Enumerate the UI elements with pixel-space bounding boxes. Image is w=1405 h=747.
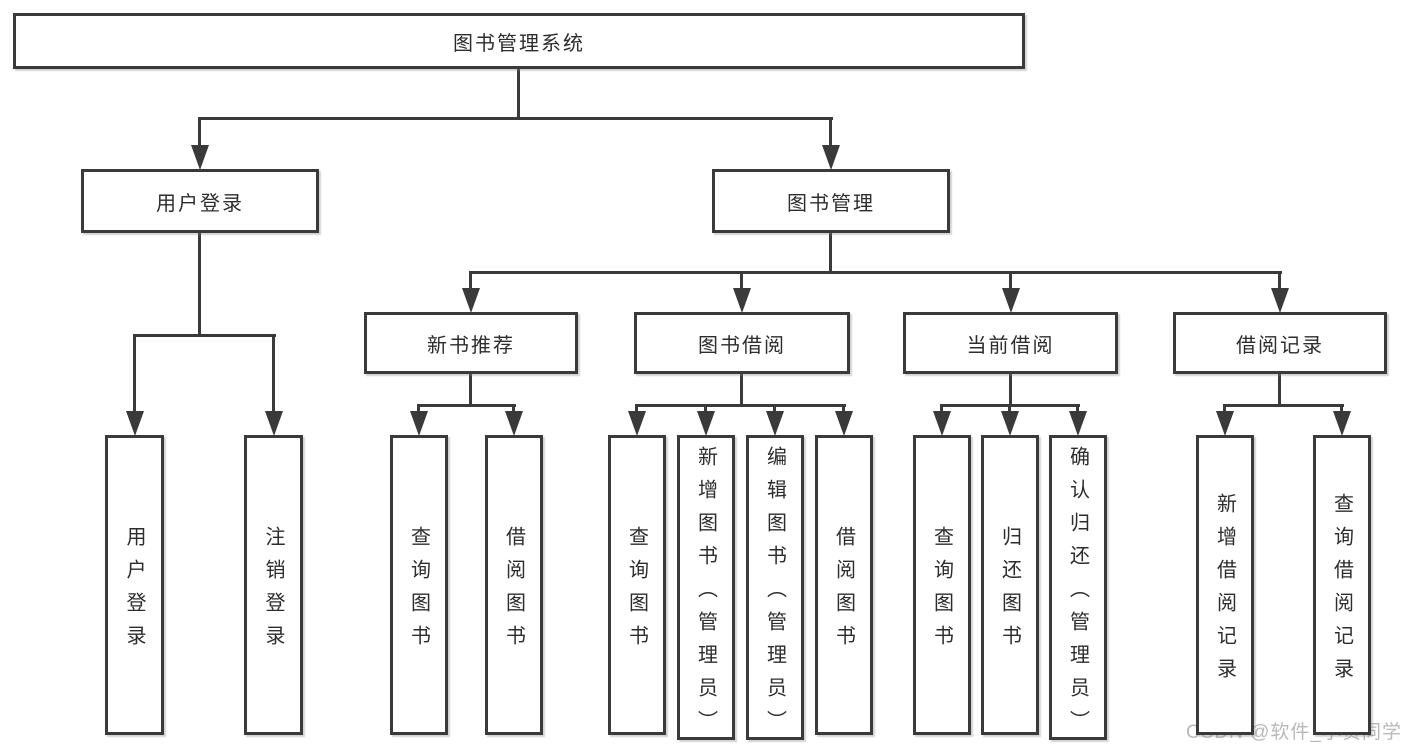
node-book-mgmt: 图书管理 <box>712 169 950 233</box>
connector-line-leaf-add-book <box>704 405 707 415</box>
node-leaf-add-book: 新增图书（管理员） <box>677 435 735 743</box>
arrowhead-into-book-mgmt <box>822 145 840 170</box>
connector-stub-new-book-rec <box>469 374 472 407</box>
connector-bus-user-login <box>132 334 276 337</box>
connector-line-borrow-records <box>1278 272 1281 292</box>
arrowhead-into-leaf-query-borrow-record <box>1333 411 1351 436</box>
node-leaf-confirm-return: 确认归还（管理员） <box>1049 435 1107 743</box>
connector-bus-book-mgmt <box>469 271 1282 274</box>
node-new-book-rec: 新书推荐 <box>364 312 578 374</box>
connector-bus-new-book-rec <box>417 404 516 407</box>
connector-line-leaf-user-login <box>132 335 136 415</box>
connector-line-new-book-rec <box>469 272 472 292</box>
connector-line-leaf-return-book <box>1008 405 1011 415</box>
connector-bus-borrow-records <box>1223 404 1344 407</box>
node-leaf-user-login: 用户登录 <box>105 435 164 735</box>
node-leaf-return-book: 归还图书 <box>981 435 1039 735</box>
arrowhead-into-current-borrow <box>1001 288 1020 313</box>
connector-stub-user-login <box>198 233 201 337</box>
connector-line-leaf-logout <box>271 335 275 415</box>
node-user-login: 用户登录 <box>81 169 319 233</box>
connector-line-leaf-query-book-3 <box>940 405 943 415</box>
connector-stub-book-borrow <box>740 374 743 407</box>
connector-line-leaf-edit-book <box>773 405 776 415</box>
node-leaf-query-borrow-record: 查询借阅记录 <box>1313 435 1371 735</box>
arrowhead-into-leaf-logout <box>264 411 283 436</box>
connector-stub-borrow-records <box>1278 374 1281 407</box>
arrowhead-into-borrow-records <box>1271 288 1289 313</box>
arrowhead-into-leaf-add-book <box>697 411 715 436</box>
node-leaf-add-borrow-record: 新增借阅记录 <box>1196 435 1254 735</box>
connector-line-leaf-query-borrow-record <box>1340 405 1343 415</box>
connector-line-leaf-borrow-book-1 <box>512 405 515 415</box>
arrowhead-into-leaf-query-book-2 <box>628 411 646 436</box>
connector-line-leaf-borrow-book-2 <box>842 405 845 415</box>
node-book-borrow: 图书借阅 <box>634 312 850 374</box>
node-borrow-records: 借阅记录 <box>1173 312 1387 374</box>
node-leaf-borrow-book-2: 借阅图书 <box>815 435 873 735</box>
connector-stub-book-mgmt <box>829 233 832 274</box>
arrowhead-into-leaf-query-book-3 <box>933 411 951 436</box>
node-leaf-borrow-book-1: 借阅图书 <box>485 435 543 735</box>
node-current-borrow: 当前借阅 <box>903 312 1118 374</box>
arrowhead-into-leaf-borrow-book-1 <box>505 411 523 436</box>
connector-line-current-borrow <box>1008 272 1012 292</box>
node-leaf-query-book-3: 查询图书 <box>913 435 971 735</box>
arrowhead-into-leaf-add-borrow-record <box>1216 411 1234 436</box>
connector-line-leaf-query-book-2 <box>635 405 638 415</box>
node-leaf-logout: 注销登录 <box>244 435 303 735</box>
connector-line-leaf-add-borrow-record <box>1223 405 1226 415</box>
arrowhead-into-leaf-query-book-1 <box>410 411 428 436</box>
connector-bus-root <box>198 117 833 120</box>
connector-line-book-mgmt <box>829 118 832 149</box>
arrowhead-into-book-borrow <box>733 288 751 313</box>
connector-line-book-borrow <box>740 272 743 292</box>
arrowhead-into-leaf-edit-book <box>766 411 784 436</box>
node-root: 图书管理系统 <box>13 13 1025 69</box>
arrowhead-into-new-book-rec <box>462 288 480 313</box>
arrowhead-into-leaf-return-book <box>1001 411 1019 436</box>
node-leaf-edit-book: 编辑图书（管理员） <box>746 435 804 743</box>
arrowhead-into-leaf-user-login <box>125 411 144 436</box>
connector-bus-book-borrow <box>635 404 846 407</box>
arrowhead-into-leaf-confirm-return <box>1069 411 1087 436</box>
connector-stub-current-borrow <box>1008 374 1012 407</box>
connector-line-user-login <box>198 118 201 149</box>
node-leaf-query-book-2: 查询图书 <box>608 435 666 735</box>
arrowhead-into-user-login <box>191 145 209 170</box>
connector-line-leaf-query-book-1 <box>417 405 420 415</box>
connector-stub-root <box>517 69 520 120</box>
arrowhead-into-leaf-borrow-book-2 <box>835 411 853 436</box>
connector-line-leaf-confirm-return <box>1076 405 1079 415</box>
node-leaf-query-book-1: 查询图书 <box>390 435 448 735</box>
